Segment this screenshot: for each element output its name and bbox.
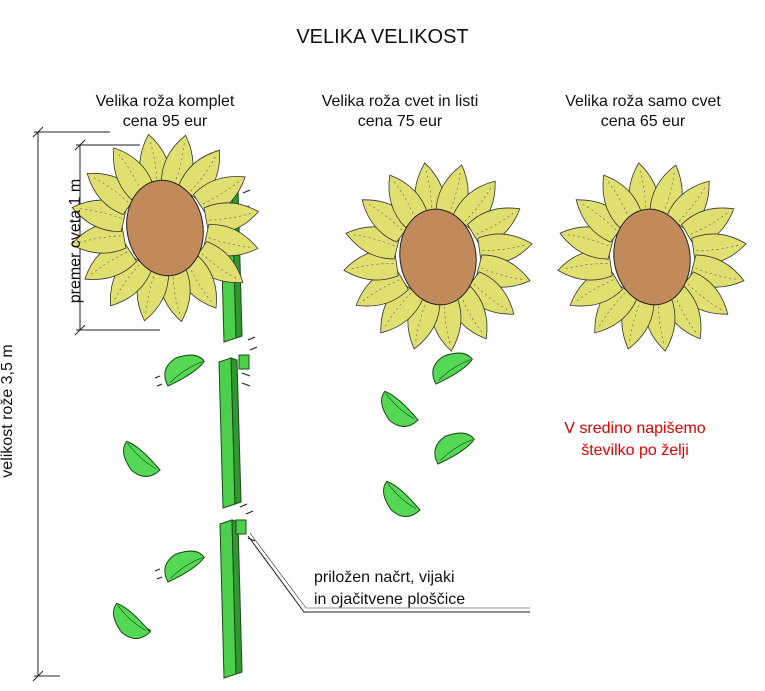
flower-center: [613, 208, 691, 306]
petal-vein: [202, 179, 242, 205]
petal-vein: [476, 211, 516, 235]
leaf: [383, 480, 421, 518]
petal-vein: [695, 267, 740, 280]
petal-vein: [674, 295, 698, 335]
flower-height-label: velikost rože 3,5 m: [0, 344, 16, 478]
petal-vein: [690, 211, 730, 235]
petal-vein: [348, 262, 394, 270]
leaves-column-1: [113, 354, 205, 640]
stem-segment-middle: [218, 357, 242, 509]
product-price-komplet: cena 95 eur: [122, 113, 208, 130]
petal-vein: [77, 208, 122, 219]
petal-vein: [696, 244, 742, 252]
leaf: [164, 550, 205, 583]
petal-vein: [149, 139, 158, 184]
petal-vein: [606, 179, 630, 219]
page-title: VELIKA VELIKOST: [296, 26, 469, 48]
petal-vein: [443, 301, 451, 347]
petal-vein: [145, 271, 156, 316]
petal-vein: [579, 202, 617, 231]
sunflower-head-cvet-in-listi: [343, 162, 533, 352]
petal-vein: [662, 169, 675, 214]
petal-vein: [113, 264, 140, 302]
petal-vein: [425, 167, 433, 213]
note-leader-line: [247, 532, 530, 613]
petal-vein: [209, 212, 254, 221]
petal-vein: [448, 169, 461, 214]
petal-vein: [360, 279, 400, 303]
petal-vein: [116, 151, 142, 191]
included-parts-note-line2: in ojačitvene ploščice: [314, 591, 466, 608]
flower-center: [399, 208, 477, 306]
petal-vein: [91, 176, 129, 203]
petal-vein: [481, 267, 526, 280]
petal-vein: [76, 235, 121, 244]
product-name-komplet: Velika roža komplet: [95, 93, 235, 110]
petal-vein: [201, 253, 239, 280]
petal-vein: [172, 272, 181, 317]
center-number-note-line2: številko po želji: [581, 442, 689, 459]
reinforcement-plate: [235, 354, 250, 535]
petal-vein: [365, 202, 403, 231]
sunflower-head-komplet: [70, 133, 260, 323]
product-price-samo-cvet: cena 65 eur: [600, 113, 686, 130]
petal-vein: [415, 300, 428, 345]
petal-vein: [473, 283, 511, 312]
petal-vein: [464, 184, 493, 222]
petal-vein: [88, 251, 128, 277]
petal-vein: [657, 301, 665, 347]
product-name-cvet-in-listi: Velika roža cvet in listi: [321, 93, 479, 110]
petal-vein: [208, 237, 253, 248]
flower-diameter-label: premer cveta 1 m: [67, 178, 84, 304]
leaf: [113, 602, 151, 640]
leaf: [123, 440, 161, 478]
petal-vein: [687, 283, 725, 312]
petal-vein: [350, 234, 395, 247]
petal-vein: [174, 140, 185, 185]
stem-segment-bottom: [219, 519, 243, 679]
petal-vein: [460, 295, 484, 335]
product-price-cvet-in-listi: cena 75 eur: [357, 113, 443, 130]
petal-vein: [629, 300, 642, 345]
petal-vein: [188, 265, 214, 305]
leaves-column-2: [381, 352, 475, 518]
petal-vein: [678, 184, 707, 222]
petal-vein: [597, 292, 626, 330]
petal-vein: [482, 244, 528, 252]
center-number-note-line1: V sredino napišemo: [564, 420, 706, 437]
petal-vein: [639, 167, 647, 213]
sunflower-head-samo-cvet: [557, 162, 747, 352]
leaf: [381, 390, 419, 428]
petal-vein: [574, 279, 614, 303]
petal-vein: [190, 154, 217, 192]
height-dimension-line: [32, 126, 110, 682]
petal-vein: [562, 262, 608, 270]
product-name-samo-cvet: Velika roža samo cvet: [565, 93, 721, 110]
leaf: [164, 354, 205, 387]
petal-vein: [392, 179, 416, 219]
leaf: [432, 352, 473, 385]
petal-vein: [564, 234, 609, 247]
leaf: [434, 432, 475, 465]
petal-vein: [383, 292, 412, 330]
included-parts-note-line1: priložen načrt, vijaki: [314, 569, 455, 586]
